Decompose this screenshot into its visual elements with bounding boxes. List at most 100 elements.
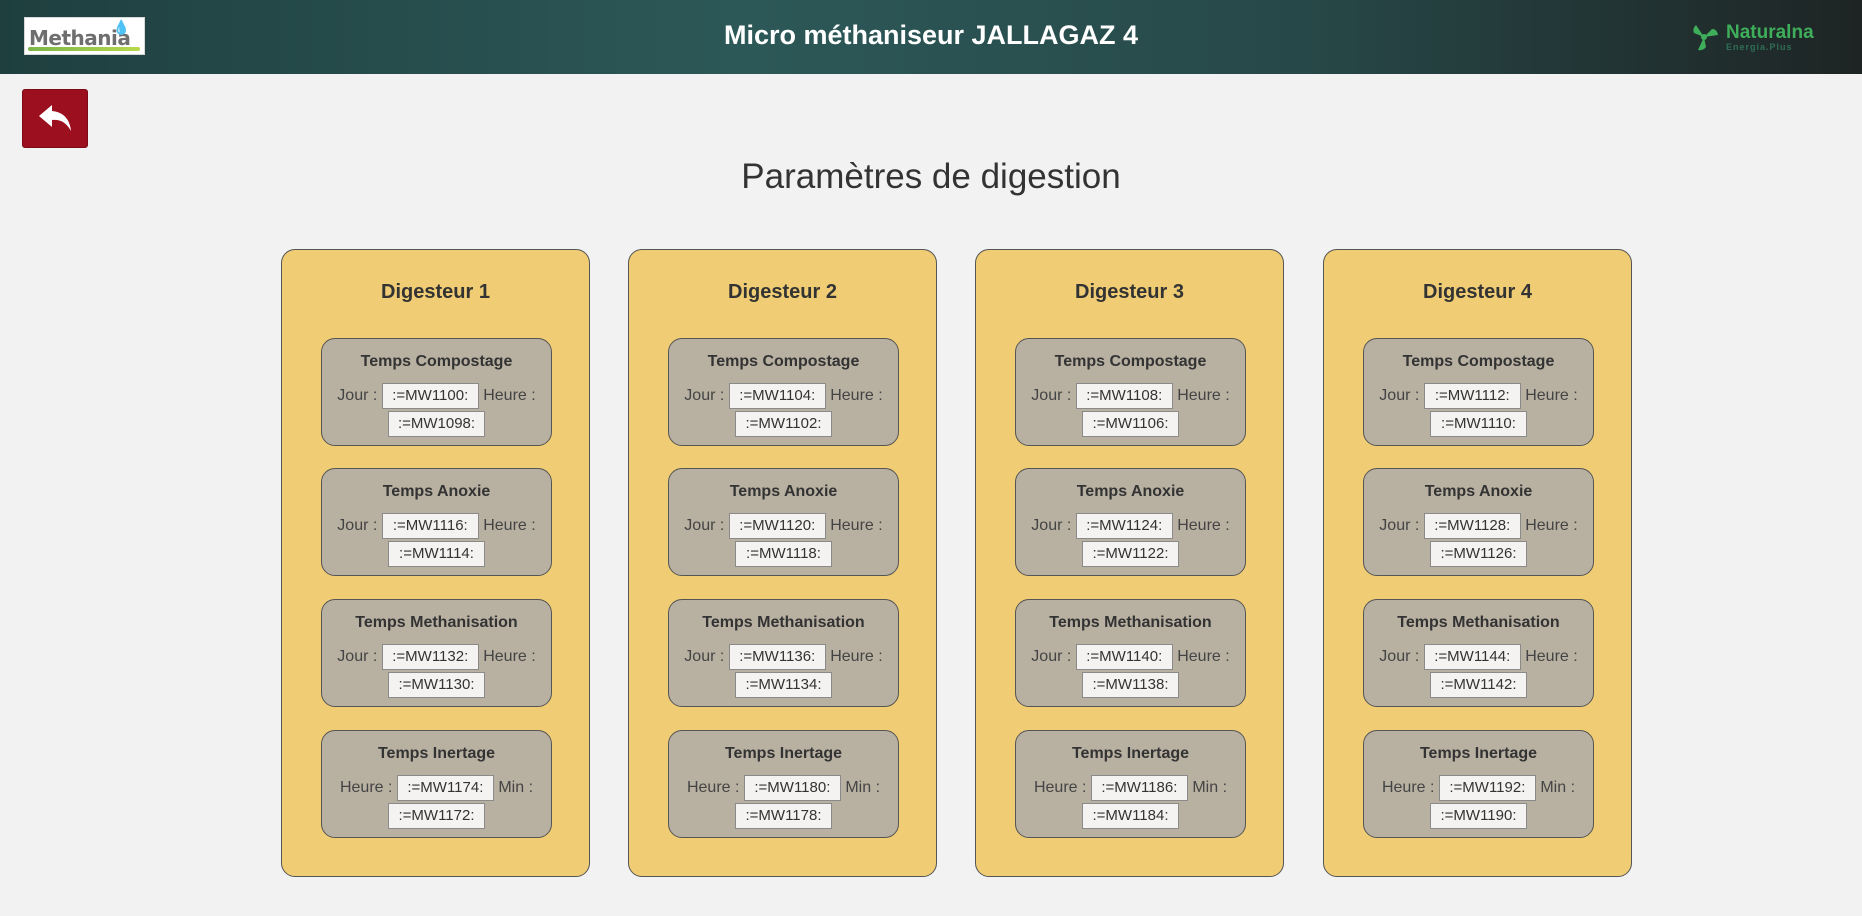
param-label-secondary: Heure : [830, 648, 883, 665]
param-row: :=MW1110: [1364, 411, 1593, 437]
naturalna-leaf-icon [1693, 25, 1718, 51]
param-row: :=MW1098: [322, 411, 551, 437]
param-title: Temps Inertage [724, 745, 843, 762]
digester-title: Digesteur 3 [1075, 281, 1184, 303]
param-label-primary: Jour : [337, 648, 378, 665]
param-value-secondary-field[interactable]: :=MW1122: [1082, 541, 1179, 567]
param-label-secondary: Min : [845, 779, 881, 796]
param-value-secondary-field[interactable]: :=MW1138: [1082, 672, 1179, 698]
param-value-primary-field[interactable]: :=MW1120: [728, 513, 826, 539]
param-label-primary: Jour : [1379, 517, 1420, 534]
param-value-secondary-field[interactable]: :=MW1126: [1430, 541, 1527, 567]
param-row: :=MW1172: [322, 803, 551, 829]
param-row: Jour : :=MW1120: Heure : [669, 513, 898, 539]
param-row: :=MW1184: [1016, 803, 1245, 829]
param-row: :=MW1142: [1364, 672, 1593, 698]
param-label-secondary: Heure : [830, 517, 883, 534]
logo-swoosh [28, 47, 140, 51]
param-label-secondary: Min : [1540, 779, 1576, 796]
param-row: :=MW1134: [669, 672, 898, 698]
param-label-primary: Jour : [1031, 648, 1072, 665]
param-value-primary-field[interactable]: :=MW1132: [381, 644, 479, 670]
param-row: Jour : :=MW1128: Heure : [1364, 513, 1593, 539]
app-title: Micro méthaniseur JALLAGAZ 4 [723, 20, 1139, 50]
param-value-secondary-field[interactable]: :=MW1172: [388, 803, 485, 829]
param-value-primary-field[interactable]: :=MW1186: [1090, 775, 1188, 801]
param-title: Temps Methanisation [702, 614, 865, 631]
param-title: Temps Inertage [1071, 745, 1190, 762]
param-label-secondary: Heure : [1177, 648, 1230, 665]
param-row: Jour : :=MW1112: Heure : [1364, 383, 1593, 409]
param-row: :=MW1106: [1016, 411, 1245, 437]
param-value-secondary-field[interactable]: :=MW1098: [388, 411, 485, 437]
param-label-secondary: Min : [498, 779, 534, 796]
param-label-secondary: Heure : [483, 648, 536, 665]
param-row: Heure : :=MW1180: Min : [669, 775, 898, 801]
param-label-secondary: Heure : [1525, 387, 1578, 404]
param-value-secondary-field[interactable]: :=MW1142: [1430, 672, 1527, 698]
param-value-primary-field[interactable]: :=MW1100: [381, 383, 479, 409]
param-title: Temps Inertage [1419, 745, 1538, 762]
param-value-primary-field[interactable]: :=MW1116: [381, 513, 479, 539]
back-button[interactable] [22, 89, 88, 148]
param-value-secondary-field[interactable]: :=MW1102: [735, 411, 832, 437]
param-value-primary-field[interactable]: :=MW1128: [1423, 513, 1521, 539]
param-title: Temps Anoxie [1424, 483, 1533, 500]
param-value-primary-field[interactable]: :=MW1180: [743, 775, 841, 801]
param-value-secondary-field[interactable]: :=MW1110: [1430, 411, 1527, 437]
param-value-primary-field[interactable]: :=MW1140: [1075, 644, 1173, 670]
param-value-secondary-field[interactable]: :=MW1178: [735, 803, 832, 829]
param-value-primary-field[interactable]: :=MW1124: [1075, 513, 1173, 539]
param-row: Jour : :=MW1100: Heure : [322, 383, 551, 409]
param-value-secondary-field[interactable]: :=MW1134: [735, 672, 832, 698]
back-arrow-icon [39, 105, 71, 131]
param-row: Jour : :=MW1124: Heure : [1016, 513, 1245, 539]
param-row: :=MW1114: [322, 541, 551, 567]
param-row: :=MW1122: [1016, 541, 1245, 567]
param-value-secondary-field[interactable]: :=MW1106: [1082, 411, 1179, 437]
param-title: Temps Inertage [377, 745, 496, 762]
header-bar: Methania 💧 Micro méthaniseur JALLAGAZ 4 … [0, 0, 1862, 74]
methania-logo: Methania 💧 [24, 17, 145, 55]
param-label-primary: Jour : [1031, 387, 1072, 404]
digester-title: Digesteur 1 [381, 281, 490, 303]
param-title: Temps Compostage [360, 353, 513, 370]
param-value-primary-field[interactable]: :=MW1136: [728, 644, 826, 670]
param-value-primary-field[interactable]: :=MW1112: [1423, 383, 1521, 409]
param-row: :=MW1190: [1364, 803, 1593, 829]
param-label-secondary: Heure : [1525, 517, 1578, 534]
param-value-secondary-field[interactable]: :=MW1118: [735, 541, 832, 567]
param-label-secondary: Heure : [483, 517, 536, 534]
param-label-primary: Jour : [684, 648, 725, 665]
param-value-secondary-field[interactable]: :=MW1114: [388, 541, 485, 567]
param-value-primary-field[interactable]: :=MW1174: [396, 775, 494, 801]
param-row: Jour : :=MW1108: Heure : [1016, 383, 1245, 409]
param-row: Jour : :=MW1144: Heure : [1364, 644, 1593, 670]
param-value-primary-field[interactable]: :=MW1104: [728, 383, 826, 409]
param-value-primary-field[interactable]: :=MW1192: [1438, 775, 1536, 801]
param-label-primary: Heure : [1033, 779, 1087, 796]
param-value-primary-field[interactable]: :=MW1108: [1075, 383, 1173, 409]
param-row: :=MW1138: [1016, 672, 1245, 698]
param-value-secondary-field[interactable]: :=MW1184: [1082, 803, 1179, 829]
digester-title: Digesteur 4 [1423, 281, 1532, 303]
param-label-primary: Jour : [1379, 387, 1420, 404]
param-value-secondary-field[interactable]: :=MW1130: [388, 672, 485, 698]
param-row: :=MW1178: [669, 803, 898, 829]
param-value-secondary-field[interactable]: :=MW1190: [1430, 803, 1527, 829]
param-title: Temps Anoxie [1076, 483, 1185, 500]
param-row: Jour : :=MW1116: Heure : [322, 513, 551, 539]
param-value-primary-field[interactable]: :=MW1144: [1423, 644, 1521, 670]
